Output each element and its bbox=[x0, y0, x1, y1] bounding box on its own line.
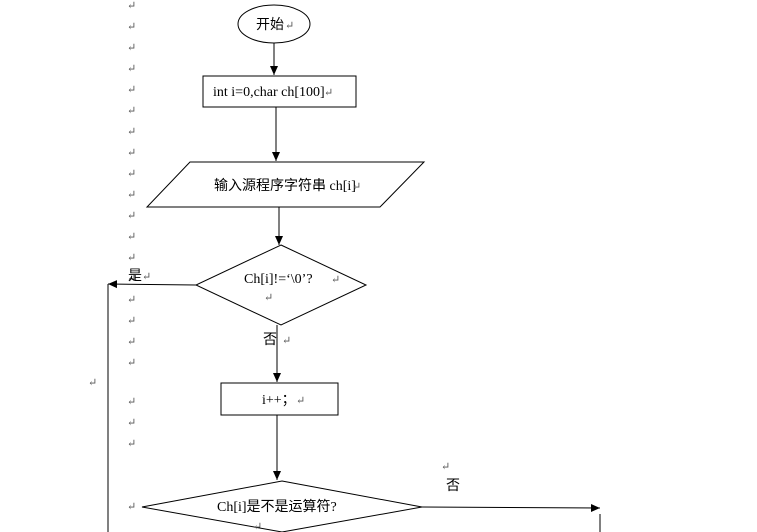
paragraph-mark: ↵ bbox=[88, 377, 97, 389]
paragraph-mark: ↵ bbox=[296, 395, 305, 407]
paragraph-marks: ↵ ↵ ↵ ↵ ↵ ↵ ↵ ↵ ↵ ↵ ↵ ↵ ↵ ↵ ↵ ↵ ↵ ↵ ↵ ↵ ↵ ↵ bbox=[127, 0, 136, 513]
paragraph-mark: ↵ bbox=[127, 21, 136, 33]
increment-label: i++； bbox=[262, 393, 296, 408]
paragraph-mark: ↵ bbox=[285, 20, 294, 32]
yes-label: 是 bbox=[128, 269, 142, 284]
paragraph-mark: ↵ bbox=[127, 84, 136, 96]
paragraph-mark: ↵ bbox=[324, 87, 333, 99]
increment-process-box bbox=[220, 382, 339, 416]
paragraph-mark: ↵ bbox=[127, 438, 136, 450]
paragraph-mark: ↵ bbox=[282, 335, 291, 347]
paragraph-mark: ↵ bbox=[127, 417, 136, 429]
paragraph-mark: ↵ bbox=[352, 181, 361, 193]
paragraph-mark: ↵ bbox=[127, 315, 136, 327]
paragraph-mark: ↵ bbox=[331, 274, 340, 286]
paragraph-mark: ↵ bbox=[127, 294, 136, 306]
arrow-operator-no bbox=[421, 503, 601, 512]
paragraph-mark: ↵ bbox=[127, 189, 136, 201]
paragraph-mark: ↵ bbox=[127, 210, 136, 222]
paragraph-mark: ↵ bbox=[127, 336, 136, 348]
arrow-yes-exit bbox=[107, 280, 197, 289]
input-parallelogram bbox=[145, 161, 426, 208]
no-label-2: 否 bbox=[446, 479, 460, 494]
decision-not-end-diamond bbox=[194, 244, 368, 326]
paragraph-mark: ↵ bbox=[264, 292, 273, 304]
paragraph-mark: ↵ bbox=[253, 521, 262, 532]
paragraph-mark: ↵ bbox=[127, 231, 136, 243]
paragraph-mark: ↵ bbox=[127, 63, 136, 75]
paragraph-mark: ↵ bbox=[127, 273, 136, 285]
init-label: int i=0,char ch[100] bbox=[213, 85, 325, 100]
decision-operator-diamond bbox=[141, 480, 423, 532]
decision-not-end-label: Ch[i]!=‘\0’? bbox=[244, 272, 313, 287]
paragraph-mark: ↵ bbox=[127, 168, 136, 180]
paragraph-mark: ↵ bbox=[441, 461, 450, 473]
paragraph-mark: ↵ bbox=[127, 0, 136, 12]
paragraph-mark: ↵ bbox=[127, 105, 136, 117]
input-label: 输入源程序字符串 ch[i] bbox=[214, 178, 356, 194]
paragraph-mark: ↵ bbox=[127, 42, 136, 54]
paragraph-mark: ↵ bbox=[127, 147, 136, 159]
decision-operator-label: Ch[i]是不是运算符? bbox=[217, 499, 337, 515]
paragraph-mark: ↵ bbox=[127, 252, 136, 264]
paragraph-mark: ↵ bbox=[127, 501, 136, 513]
init-process-box bbox=[202, 75, 357, 108]
start-label: 开始 bbox=[256, 17, 284, 33]
paragraph-mark: ↵ bbox=[127, 357, 136, 369]
paragraph-mark: ↵ bbox=[127, 396, 136, 408]
paragraph-mark: ↵ bbox=[142, 271, 151, 283]
no-label: 否 bbox=[263, 333, 277, 348]
paragraph-mark: ↵ bbox=[127, 126, 136, 138]
